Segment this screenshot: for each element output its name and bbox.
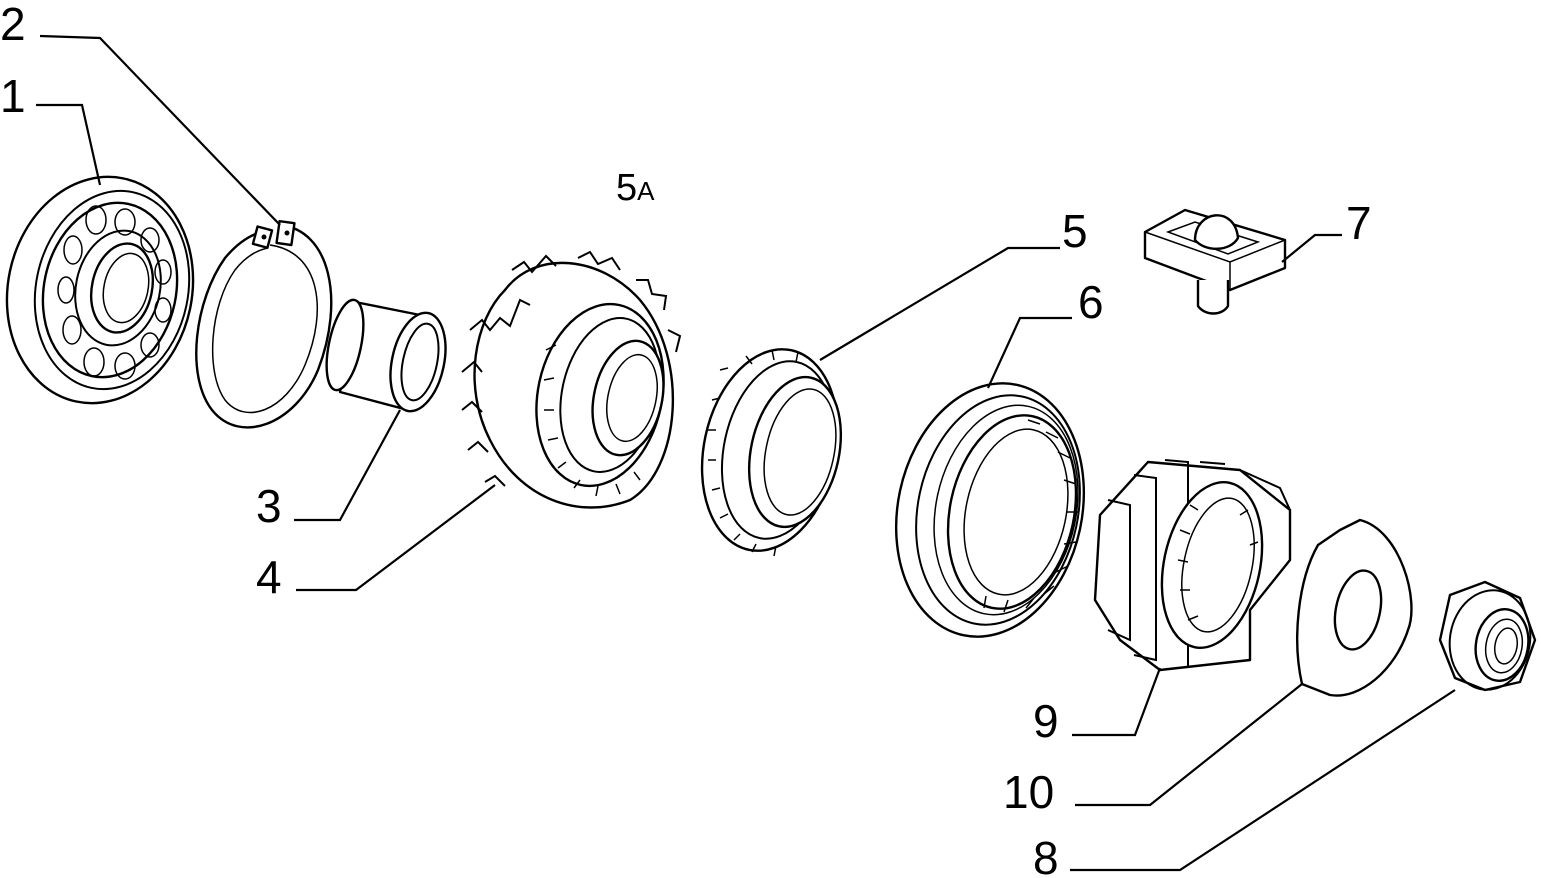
callout-3: 3: [256, 480, 282, 532]
lock-nut: [1438, 580, 1537, 692]
ball-bearing: [5, 175, 195, 405]
callout-1: 1: [0, 70, 26, 122]
leader-lines: [36, 34, 1456, 872]
circlip: [195, 219, 333, 429]
assembly-label-main: 5: [616, 167, 637, 209]
callout-2: 2: [0, 0, 26, 50]
callout-5: 5: [1062, 205, 1088, 257]
callout-6: 6: [1078, 276, 1104, 328]
bushing: [325, 298, 447, 413]
leader-5: [819, 246, 1060, 361]
assembly-label-sub: A: [637, 176, 655, 206]
helical-gear: [461, 250, 682, 509]
leader-3: [294, 409, 401, 522]
assembly-label: 5A: [616, 167, 655, 209]
leader-1: [36, 103, 102, 186]
callout-10: 10: [1003, 766, 1054, 818]
leader-2: [39, 34, 281, 226]
leader-9: [1072, 667, 1162, 737]
leader-7: [1281, 233, 1342, 263]
thrust-washer: [1296, 518, 1413, 697]
leader-10: [1075, 683, 1303, 807]
callout-9: 9: [1033, 695, 1059, 747]
callout-4: 4: [256, 551, 282, 603]
callout-numbers: 1 2 3 4 5 6 7 9 10 8: [0, 0, 1372, 878]
callout-8: 8: [1033, 832, 1059, 878]
callout-7: 7: [1346, 197, 1372, 249]
synchro-hub: [1093, 459, 1292, 672]
leader-6: [986, 316, 1072, 389]
detent-slider: [1143, 208, 1287, 315]
sliding-sleeve: [894, 382, 1086, 638]
leader-4: [296, 484, 496, 592]
leader-8: [1070, 689, 1456, 872]
synchro-ring: [700, 348, 843, 557]
